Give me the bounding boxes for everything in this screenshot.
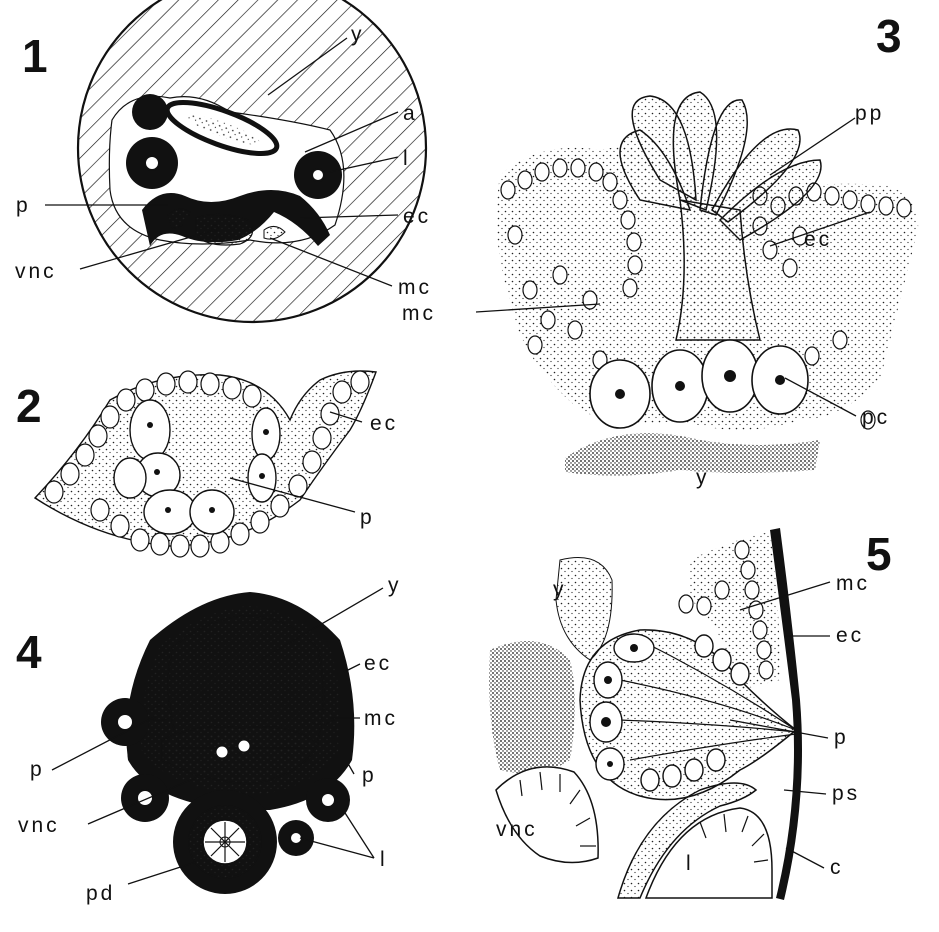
panel-3: 3	[402, 10, 918, 489]
label-vnc: vnc	[18, 814, 60, 837]
panel-5-yolk	[489, 641, 575, 773]
label-vnc: vnc	[496, 818, 538, 841]
label-ec: ec	[836, 624, 864, 647]
label-c: c	[830, 856, 844, 879]
label-ps: ps	[832, 782, 860, 805]
label-vnc: vnc	[15, 260, 57, 283]
panel-1: 1 y a l p ec vnc mc	[15, 0, 432, 322]
label-p: p	[834, 726, 849, 749]
panel-3-yolk	[565, 433, 820, 475]
panel-3-number: 3	[876, 10, 902, 62]
label-ec: ec	[804, 228, 832, 251]
label-y: y	[388, 574, 402, 597]
label-y: y	[553, 578, 567, 601]
label-ec: ec	[364, 652, 392, 675]
label-l: l	[403, 147, 411, 170]
label-mc: mc	[364, 707, 398, 730]
label-p-left: p	[30, 758, 45, 781]
label-l: l	[686, 852, 694, 875]
panel-1-nerve-cord	[196, 214, 253, 245]
panel-4: 4	[16, 574, 402, 905]
panel-4-number: 4	[16, 626, 42, 678]
label-p-right: p	[362, 764, 377, 787]
label-ec: ec	[370, 412, 398, 435]
label-mc: mc	[836, 572, 870, 595]
label-pp: pp	[855, 102, 884, 125]
panel-2-number: 2	[16, 380, 42, 432]
label-p: p	[360, 506, 375, 529]
panel-5-nerve-cord	[496, 767, 598, 863]
label-mc: mc	[402, 302, 436, 325]
label-y: y	[696, 466, 710, 489]
panel-5: 5	[489, 528, 891, 900]
label-y: y	[351, 23, 365, 46]
label-ec: ec	[403, 205, 431, 228]
label-pc: pc	[862, 406, 890, 429]
label-pd: pd	[86, 882, 115, 905]
panel-2: 2	[16, 371, 398, 557]
label-a: a	[403, 102, 418, 125]
label-l: l	[380, 848, 388, 871]
panel-1-number: 1	[22, 30, 48, 82]
label-mc: mc	[398, 276, 432, 299]
label-p: p	[16, 194, 31, 217]
